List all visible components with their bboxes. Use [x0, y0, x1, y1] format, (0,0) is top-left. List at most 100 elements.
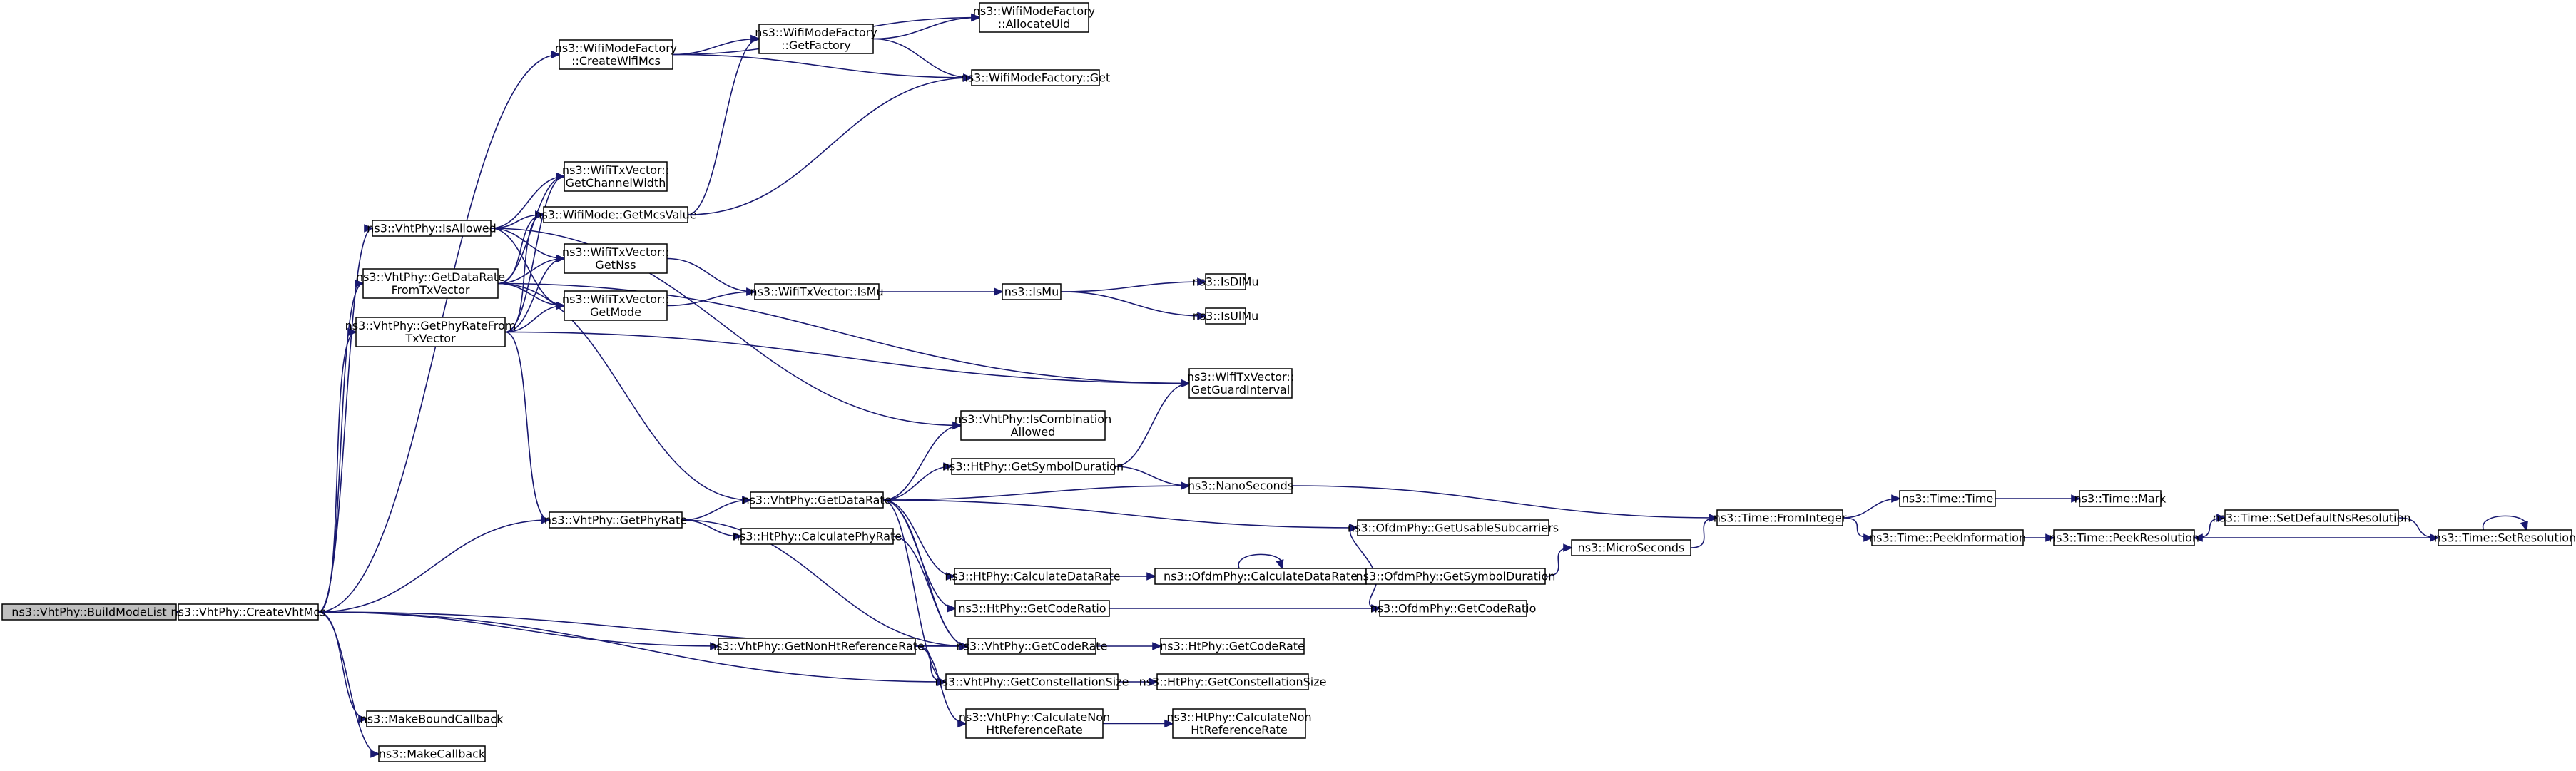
- node-ns3-time-peekinformation[interactable]: ns3::Time::PeekInformation: [1869, 529, 2026, 546]
- node-box: [754, 283, 880, 300]
- node-box: [1160, 638, 1305, 655]
- edge-arrowhead: [358, 715, 369, 723]
- node-ns3-microseconds[interactable]: ns3::MicroSeconds: [1571, 539, 1691, 556]
- node-ns3-vhtphy-getdatarate[interactable]: ns3::VhtPhy::GetDataRate: [742, 491, 892, 509]
- node-label: ns3::HtPhy::CalculateDataRate: [945, 570, 1120, 583]
- node-box: [378, 745, 486, 762]
- node-label: ns3::VhtPhy::GetNonHtReferenceRate: [709, 640, 925, 653]
- node-label: ns3::VhtPhy::IsAllowed: [367, 222, 496, 235]
- node-ns3-time-setdefaultnsresolution[interactable]: ns3::Time::SetDefaultNsResolution: [2212, 509, 2411, 526]
- node-label: ns3::HtPhy::GetConstellationSize: [1139, 675, 1327, 689]
- node-label: ns3::VhtPhy::BuildModeList: [11, 606, 166, 619]
- edge-n41-n42: [1118, 678, 1159, 686]
- node-label: FromTxVector: [392, 283, 470, 297]
- edge-path: [504, 214, 544, 333]
- node-label: ns3::Time::PeekInformation: [1869, 531, 2026, 545]
- node-ns3-makeboundcallback[interactable]: ns3::MakeBoundCallback: [360, 710, 504, 727]
- edge-arrowhead: [947, 604, 957, 613]
- node-ns3-time-frominteger[interactable]: ns3::Time::FromInteger: [1714, 509, 1847, 526]
- edge-n19-n17: [1114, 379, 1191, 467]
- edge-arrowhead: [556, 172, 566, 181]
- node-ns3-vhtphy-createvhtmcs[interactable]: ns3::VhtPhy::CreateVhtMcs: [170, 603, 326, 621]
- node-ns3-ofdmphy-getusablesubcarriers[interactable]: ns3::OfdmPhy::GetUsableSubcarriers: [1348, 519, 1559, 536]
- edge-path: [504, 175, 565, 333]
- edge-n1-n22: [317, 516, 551, 613]
- node-label: ns3::VhtPhy::GetPhyRate: [544, 514, 687, 527]
- edge-path: [872, 38, 972, 78]
- node-ns3-wifitxvector-getguardinterval[interactable]: ns3::WifiTxVector::GetGuardInterval: [1187, 368, 1294, 399]
- node-ns3-ofdmphy-getsymbolduration[interactable]: ns3::OfdmPhy::GetSymbolDuration: [1356, 568, 1556, 585]
- edge-n20-n25: [1291, 485, 1719, 522]
- edge-arrowhead: [943, 462, 954, 471]
- node-ns3-wifimodefactory-createwifimcs[interactable]: ns3::WifiModeFactory::CreateWifiMcs: [555, 39, 677, 70]
- node-ns3-wifitxvector-getmode[interactable]: ns3::WifiTxVector::GetMode: [562, 290, 669, 321]
- node-ns3-wifitxvector-ismu[interactable]: ns3::WifiTxVector::IsMu: [750, 283, 884, 300]
- edge-n33-n34: [1110, 572, 1157, 581]
- node-ns3-htphy-getcoderatio[interactable]: ns3::HtPhy::GetCodeRatio: [954, 600, 1110, 617]
- node-ns3-htphy-calculatedatarate[interactable]: ns3::HtPhy::CalculateDataRate: [945, 568, 1121, 585]
- edge-n8-n3: [687, 34, 761, 215]
- edge-n22-n21: [681, 496, 753, 521]
- node-ns3-time-time[interactable]: ns3::Time::Time: [1899, 490, 1996, 507]
- node-ns3-wifimodefactory-get[interactable]: ns3::WifiModeFactory::Get: [961, 69, 1111, 86]
- edge-arrowhead: [2216, 514, 2227, 522]
- node-label: ns3::WifiTxVector::: [562, 292, 669, 306]
- edge-arrowhead: [556, 301, 566, 310]
- node-ns3-time-peekresolution[interactable]: ns3::Time::PeekResolution: [2049, 529, 2199, 546]
- node-label: ns3::VhtPhy::GetDataRate: [742, 494, 891, 507]
- edge-arrowhead: [556, 254, 566, 263]
- edge-path: [882, 499, 1358, 529]
- edge-arrowhead: [370, 750, 381, 758]
- node-ns3-wifimode-getmcsvalue[interactable]: ns3::WifiMode::GetMcsValue: [534, 206, 697, 223]
- node-ns3-wifitxvector-getnss[interactable]: ns3::WifiTxVector::GetNss: [562, 243, 669, 274]
- node-ns3-wifimodefactory-allocateuid[interactable]: ns3::WifiModeFactory::AllocateUid: [973, 2, 1095, 33]
- node-label: ns3::WifiTxVector::: [1187, 370, 1294, 384]
- edge-path: [672, 53, 972, 78]
- node-ns3-time-mark[interactable]: ns3::Time::Mark: [2074, 490, 2167, 507]
- node-ns3-htphy-getconstellationsize[interactable]: ns3::HtPhy::GetConstellationSize: [1139, 673, 1327, 690]
- node-ns3-wifimodefactory-getfactory[interactable]: ns3::WifiModeFactory::GetFactory: [755, 24, 877, 54]
- node-label: HtReferenceRate: [986, 723, 1083, 737]
- node-ns3-htphy-getcoderate[interactable]: ns3::HtPhy::GetCodeRate: [1160, 638, 1305, 655]
- node-ns3-vhtphy-isallowed[interactable]: ns3::VhtPhy::IsAllowed: [367, 220, 497, 237]
- edge-arrowhead: [710, 642, 721, 650]
- node-ns3-wifitxvector-getchannelwidth[interactable]: ns3::WifiTxVector::GetChannelWidth: [562, 161, 669, 192]
- edge-arrowhead: [364, 224, 375, 233]
- node-ns3-htphy-calculatephyrate[interactable]: ns3::HtPhy::CalculatePhyRate: [733, 528, 902, 545]
- node-box: [1205, 307, 1246, 325]
- node-ns3-nanoseconds[interactable]: ns3::NanoSeconds: [1188, 477, 1293, 494]
- node-ns3-ofdmphy-calculatedatarate[interactable]: ns3::OfdmPhy::CalculateDataRate: [1154, 568, 1367, 585]
- edge-n21-n33: [882, 499, 957, 581]
- node-ns3-makecallback[interactable]: ns3::MakeCallback: [378, 745, 486, 762]
- edge-n23-n39: [892, 536, 970, 650]
- edge-arrowhead: [1181, 481, 1191, 490]
- node-box: [178, 603, 319, 621]
- node-ns3-vhtphy-buildmodelist[interactable]: ns3::VhtPhy::BuildModeList: [1, 603, 177, 621]
- node-ns3-vhtphy-getconstellationsize[interactable]: ns3::VhtPhy::GetConstellationSize: [935, 673, 1129, 690]
- node-ns3-ofdmphy-getcoderatio[interactable]: ns3::OfdmPhy::GetCodeRatio: [1370, 600, 1537, 617]
- node-ns3-time-setresolution[interactable]: ns3::Time::SetResolution: [2434, 529, 2576, 546]
- node-box: [740, 528, 894, 545]
- node-box: [758, 24, 874, 54]
- edge-path: [317, 611, 719, 647]
- node-ns3-htphy-getsymbolduration[interactable]: ns3::HtPhy::GetSymbolDuration: [942, 458, 1124, 475]
- node-label: ns3::IsUlMu: [1193, 310, 1259, 323]
- node-label: ns3::WifiMode::GetMcsValue: [534, 208, 696, 222]
- node-ns3-isulmu[interactable]: ns3::IsUlMu: [1193, 307, 1259, 325]
- node-ns3-vhtphy-getnonhtreferencerate[interactable]: ns3::VhtPhy::GetNonHtReferenceRate: [709, 638, 925, 655]
- node-ns3-vhtphy-getphyrate[interactable]: ns3::VhtPhy::GetPhyRate: [544, 511, 687, 529]
- node-box: [1156, 673, 1309, 690]
- node-ns3-isdlmu[interactable]: ns3::IsDlMu: [1192, 273, 1259, 290]
- edge-arrowhead: [2520, 521, 2528, 532]
- edge-arrowhead: [541, 516, 551, 524]
- node-ns3-ismu[interactable]: ns3::IsMu: [1002, 283, 1062, 300]
- node-box: [1379, 600, 1527, 617]
- edge-arrowhead: [1152, 642, 1163, 650]
- node-ns3-vhtphy-getcoderate[interactable]: ns3::VhtPhy::GetCodeRate: [957, 638, 1108, 655]
- edge-arrowhead: [535, 210, 546, 219]
